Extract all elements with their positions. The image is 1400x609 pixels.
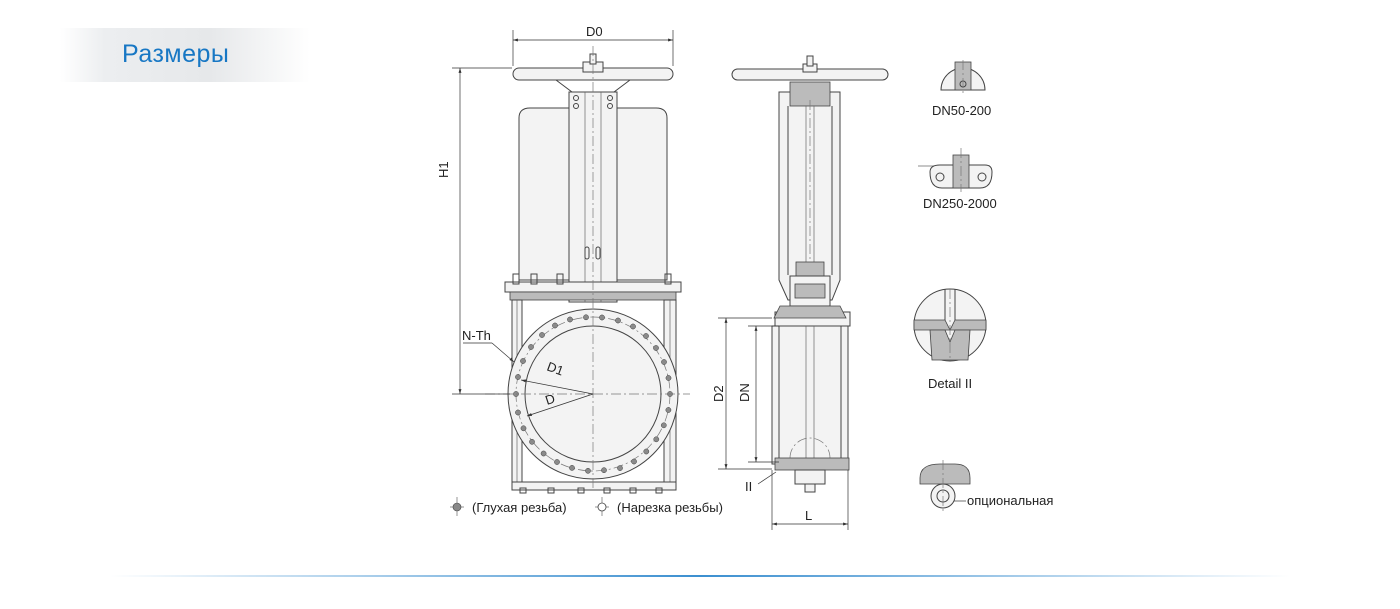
detail-dn50-200: DN50-200	[932, 60, 991, 118]
d2-label: D2	[711, 385, 726, 402]
title-band	[60, 28, 310, 82]
side-view: D2 DN II L	[711, 55, 889, 530]
detail-optional: опциональная	[919, 460, 1053, 512]
page-title: Размеры	[122, 40, 230, 68]
front-view: D0 H1 N-Th D1 D	[436, 24, 690, 494]
bolt-holes	[513, 314, 673, 474]
l-label: L	[805, 508, 812, 523]
bottom-divider	[110, 575, 1290, 577]
h1-label: H1	[436, 161, 451, 178]
legend-thread-cutting: (Нарезка резьбы)	[617, 500, 723, 515]
yoke-tube	[778, 91, 841, 301]
optional-label: опциональная	[967, 493, 1053, 508]
d1-label: D1	[545, 359, 566, 379]
detail-ii: Detail II	[913, 288, 987, 391]
dn-small-label: DN50-200	[932, 103, 991, 118]
thread-legend: (Глухая резьба) (Нарезка резьбы)	[450, 497, 723, 516]
detail-dn250-2000: DN250-2000	[918, 148, 997, 211]
blind-thread-symbol-icon	[452, 502, 462, 512]
thread-cutting-symbol-icon	[597, 502, 607, 512]
dn-large-label: DN250-2000	[923, 196, 997, 211]
detail-ii-label: Detail II	[928, 376, 972, 391]
d-label: D	[543, 391, 557, 408]
d0-label: D0	[586, 24, 603, 39]
detail-ii-mark: II	[745, 479, 752, 494]
valve-body-side	[771, 325, 849, 465]
legend-blind-thread: (Глухая резьба)	[472, 500, 567, 515]
dn-label: DN	[737, 383, 752, 402]
nth-label: N-Th	[462, 328, 491, 343]
